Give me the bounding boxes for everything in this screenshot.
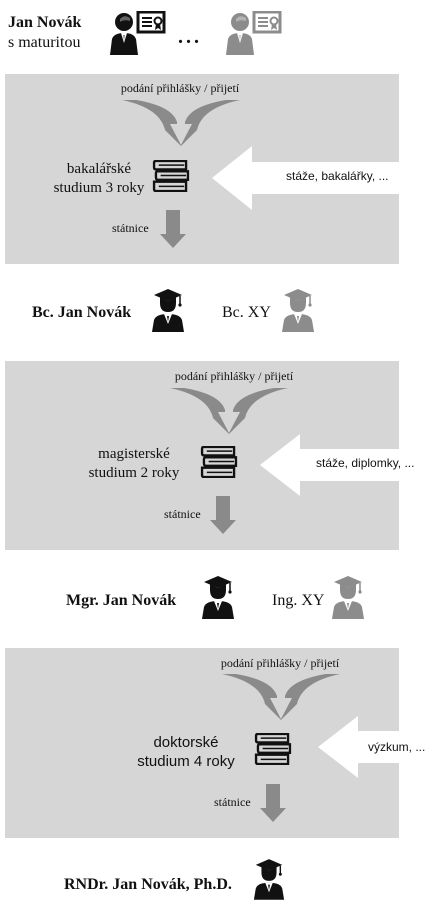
person-with-certificate-icon [110,11,166,55]
matriculant-name: Jan Novák [8,14,82,31]
study-line2: studium 4 roky [137,753,235,770]
study-line1: bakalářské [66,161,132,177]
admission-label: podání přihlášky / přijetí [120,81,240,95]
study-line1: magisterské [98,446,170,462]
peer-name: Ing. XY [272,592,325,609]
graduate-icon [330,575,366,619]
side-label: výzkum, ... [368,740,426,754]
left-arrow-icon [260,434,436,496]
exam-label: státnice [112,221,149,235]
side-label: stáže, diplomky, ... [316,456,415,470]
merge-arrow-icon [222,674,340,720]
books-icon [254,733,292,765]
exam-label: státnice [164,507,201,521]
ellipsis: ... [178,26,202,48]
graduate-name: Mgr. Jan Novák [66,592,177,609]
graduate-name: RNDr. Jan Novák, Ph.D. [64,876,232,893]
study-line1: doktorské [153,734,219,751]
matriculant-note: s maturitou [8,34,81,51]
down-arrow-icon [160,210,186,248]
down-arrow-icon [260,784,286,822]
books-icon [152,160,190,192]
left-arrow-icon [318,716,436,778]
side-label: stáže, bakalářky, ... [286,169,389,183]
books-icon [200,446,238,478]
study-line2: studium 3 roky [53,180,145,196]
admission-label: podání přihlášky / přijetí [174,369,294,383]
graduate-icon [280,288,316,332]
graduate-icon [150,288,186,332]
graduate-name: Bc. Jan Novák [32,304,132,321]
study-line2: studium 2 roky [88,465,180,481]
admission-label: podání přihlášky / přijetí [220,656,340,670]
merge-arrow-icon [122,100,240,146]
graduate-icon [252,858,286,900]
down-arrow-icon [210,496,236,534]
person-with-certificate-icon [226,11,282,55]
left-arrow-icon [212,146,400,210]
merge-arrow-icon [170,388,288,434]
exam-label: státnice [214,795,251,809]
peer-name: Bc. XY [222,304,271,321]
graduate-icon [200,575,236,619]
